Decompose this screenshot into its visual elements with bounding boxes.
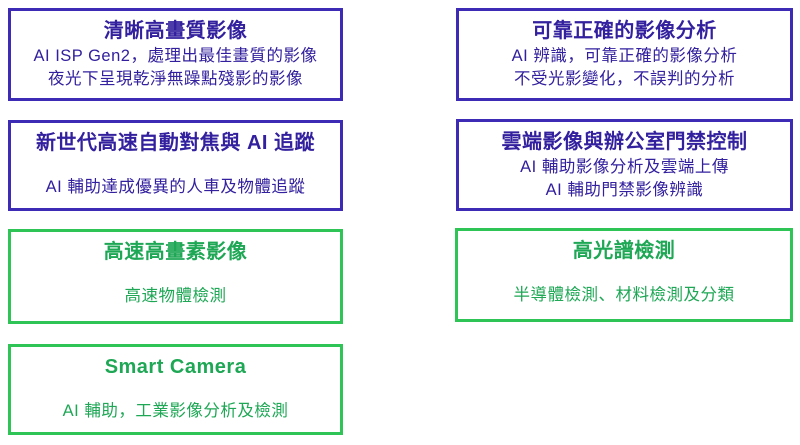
card-title: 高光譜檢測 — [572, 240, 676, 262]
card-line: 不受光影變化，不誤判的分析 — [514, 69, 735, 88]
feature-card-clear-image-quality: 清晰高畫質影像 AI ISP Gen2，處理出最佳畫質的影像 夜光下呈現乾淨無躁… — [8, 8, 343, 101]
feature-card-cloud-image-access-control: 雲端影像與辦公室門禁控制 AI 輔助影像分析及雲端上傳 AI 輔助門禁影像辨識 — [456, 119, 793, 211]
card-line: 半導體檢測、材料檢測及分類 — [513, 286, 735, 304]
card-line: 高速物體檢測 — [124, 287, 227, 305]
card-line: AI ISP Gen2，處理出最佳畫質的影像 — [33, 47, 318, 65]
card-title: 清晰高畫質影像 — [103, 20, 248, 42]
feature-card-high-speed-high-pixel-image: 高速高畫素影像 高速物體檢測 — [8, 229, 343, 324]
card-line: AI 輔助影像分析及雲端上傳 — [520, 158, 729, 176]
feature-card-smart-camera: Smart Camera AI 輔助，工業影像分析及檢測 — [8, 344, 343, 435]
card-title: Smart Camera — [104, 356, 247, 378]
card-title: 新世代高速自動對焦與 AI 追蹤 — [35, 132, 316, 154]
card-line: AI 輔助，工業影像分析及檢測 — [62, 402, 289, 420]
feature-card-autofocus-ai-tracking: 新世代高速自動對焦與 AI 追蹤 AI 輔助達成優異的人車及物體追蹤 — [8, 120, 343, 211]
card-line: AI 輔助達成優異的人車及物體追蹤 — [45, 178, 306, 196]
card-line: 夜光下呈現乾淨無躁點殘影的影像 — [48, 69, 303, 88]
card-line: AI 輔助門禁影像辨識 — [545, 180, 704, 199]
card-title: 高速高畫素影像 — [103, 241, 248, 263]
feature-card-hyperspectral-detection: 高光譜檢測 半導體檢測、材料檢測及分類 — [455, 228, 793, 322]
card-line: AI 辨識，可靠正確的影像分析 — [511, 47, 738, 65]
card-title: 雲端影像與辦公室門禁控制 — [501, 131, 748, 153]
feature-card-reliable-image-analysis: 可靠正確的影像分析 AI 辨識，可靠正確的影像分析 不受光影變化，不誤判的分析 — [456, 8, 793, 101]
card-title: 可靠正確的影像分析 — [532, 20, 717, 42]
